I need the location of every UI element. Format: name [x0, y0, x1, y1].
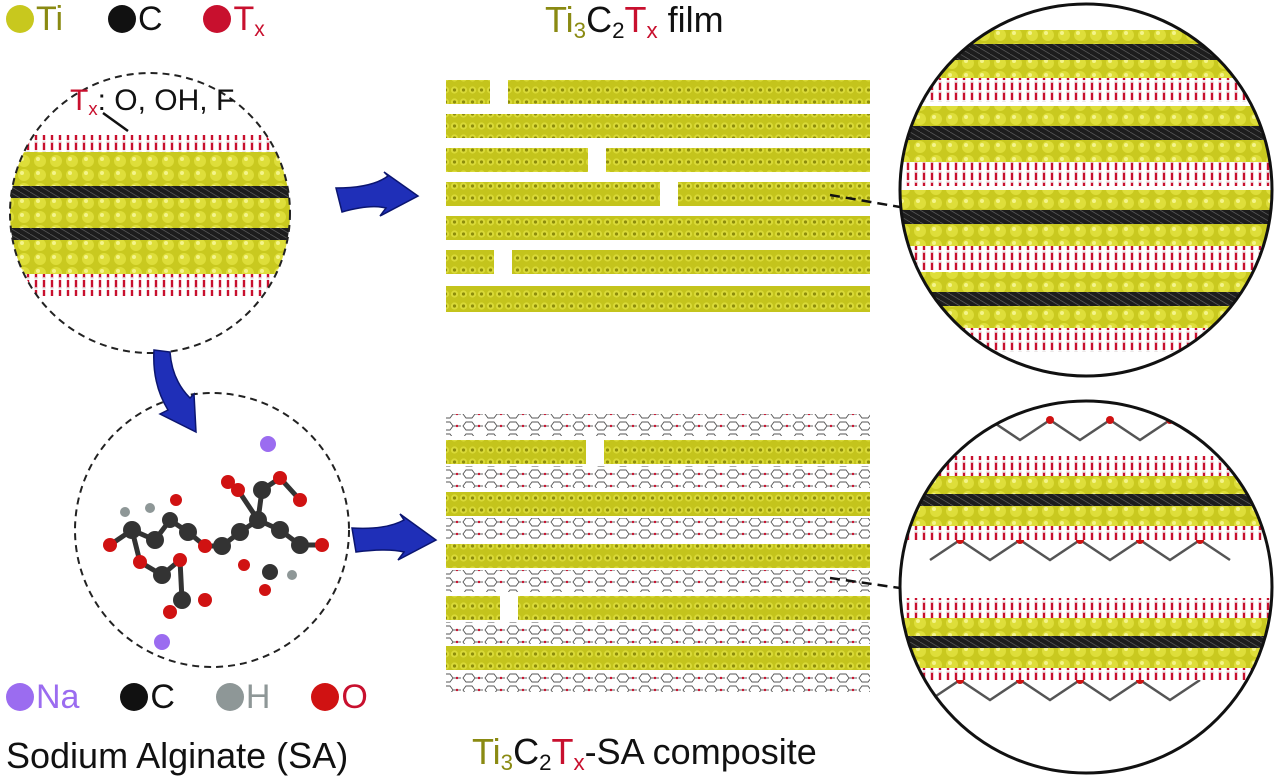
legend-c2-label: C: [150, 678, 175, 716]
composite-title-ti-sub: 3: [500, 750, 514, 776]
composite-title-t: T: [551, 731, 574, 772]
legend-top: Ti C Tx: [6, 2, 265, 40]
circle-outline: [9, 72, 291, 354]
composite-title-c-sub: 2: [539, 750, 552, 776]
composite-title-t-sub: x: [573, 750, 585, 776]
legend-tx-label: T: [233, 0, 255, 38]
carbon-atom-icon: [107, 5, 136, 33]
film-title-c-sub: 2: [612, 18, 625, 44]
film-title-ti-sub: 3: [573, 18, 587, 44]
tx-groups-label: Tx: O, OH, F: [70, 86, 234, 119]
sodium-alginate-label: Sodium Alginate (SA): [6, 735, 349, 776]
legend-bottom: Na C H O: [6, 680, 368, 714]
tx-label-t: T: [70, 84, 89, 117]
composite-title-rest: -SA composite: [584, 731, 817, 772]
alginate-molecule-circle: [74, 392, 350, 668]
tx-label-sub: x: [88, 98, 98, 120]
ti-atom-icon: [6, 5, 34, 33]
tx-atom-icon: [203, 5, 232, 33]
tx-label-rest: : O, OH, F: [97, 84, 235, 117]
alginate-atoms: [103, 436, 329, 650]
film-title-c: C: [586, 0, 613, 40]
curved-arrow-icon: [153, 349, 197, 434]
circle-outline: [898, 2, 1274, 378]
legend-o-label: O: [341, 678, 368, 716]
film-title: Ti3C2Tx film: [545, 2, 724, 43]
composite-title-c: C: [513, 731, 540, 772]
zoom-connector-line: [829, 193, 901, 209]
film-title-t: T: [624, 0, 647, 40]
hydrogen-atom-icon: [215, 683, 244, 711]
composite-title-ti: Ti: [472, 731, 501, 772]
curved-arrow-icon: [335, 171, 420, 217]
mxene-structure-circle: [10, 73, 290, 353]
sodium-ion-icon: [260, 436, 276, 452]
film-zoom-circle: [900, 4, 1272, 376]
legend-tx-sub: x: [254, 17, 265, 41]
zoom-connector-line: [829, 576, 901, 590]
legend-ti-label: Ti: [36, 0, 64, 38]
mxene-film-panel: [446, 80, 870, 312]
curved-arrow-icon: [351, 513, 438, 561]
tx-pointer-line: [102, 111, 129, 133]
film-title-t-sub: x: [646, 18, 658, 44]
circle-outline: [898, 399, 1274, 775]
composite-panel: [446, 414, 870, 692]
legend-c-label: C: [137, 0, 163, 38]
legend-na-label: Na: [36, 678, 80, 716]
sodium-ion-icon: [154, 634, 170, 650]
film-title-rest: film: [657, 0, 724, 40]
oxygen-atom-icon: [311, 683, 340, 711]
carbon-atom-icon: [120, 683, 149, 711]
legend-h-label: H: [245, 678, 271, 716]
composite-title: Ti3C2Tx-SA composite: [472, 734, 817, 775]
composite-zoom-circle: [900, 401, 1272, 773]
na-atom-icon: [6, 683, 34, 711]
film-title-ti: Ti: [545, 0, 574, 40]
